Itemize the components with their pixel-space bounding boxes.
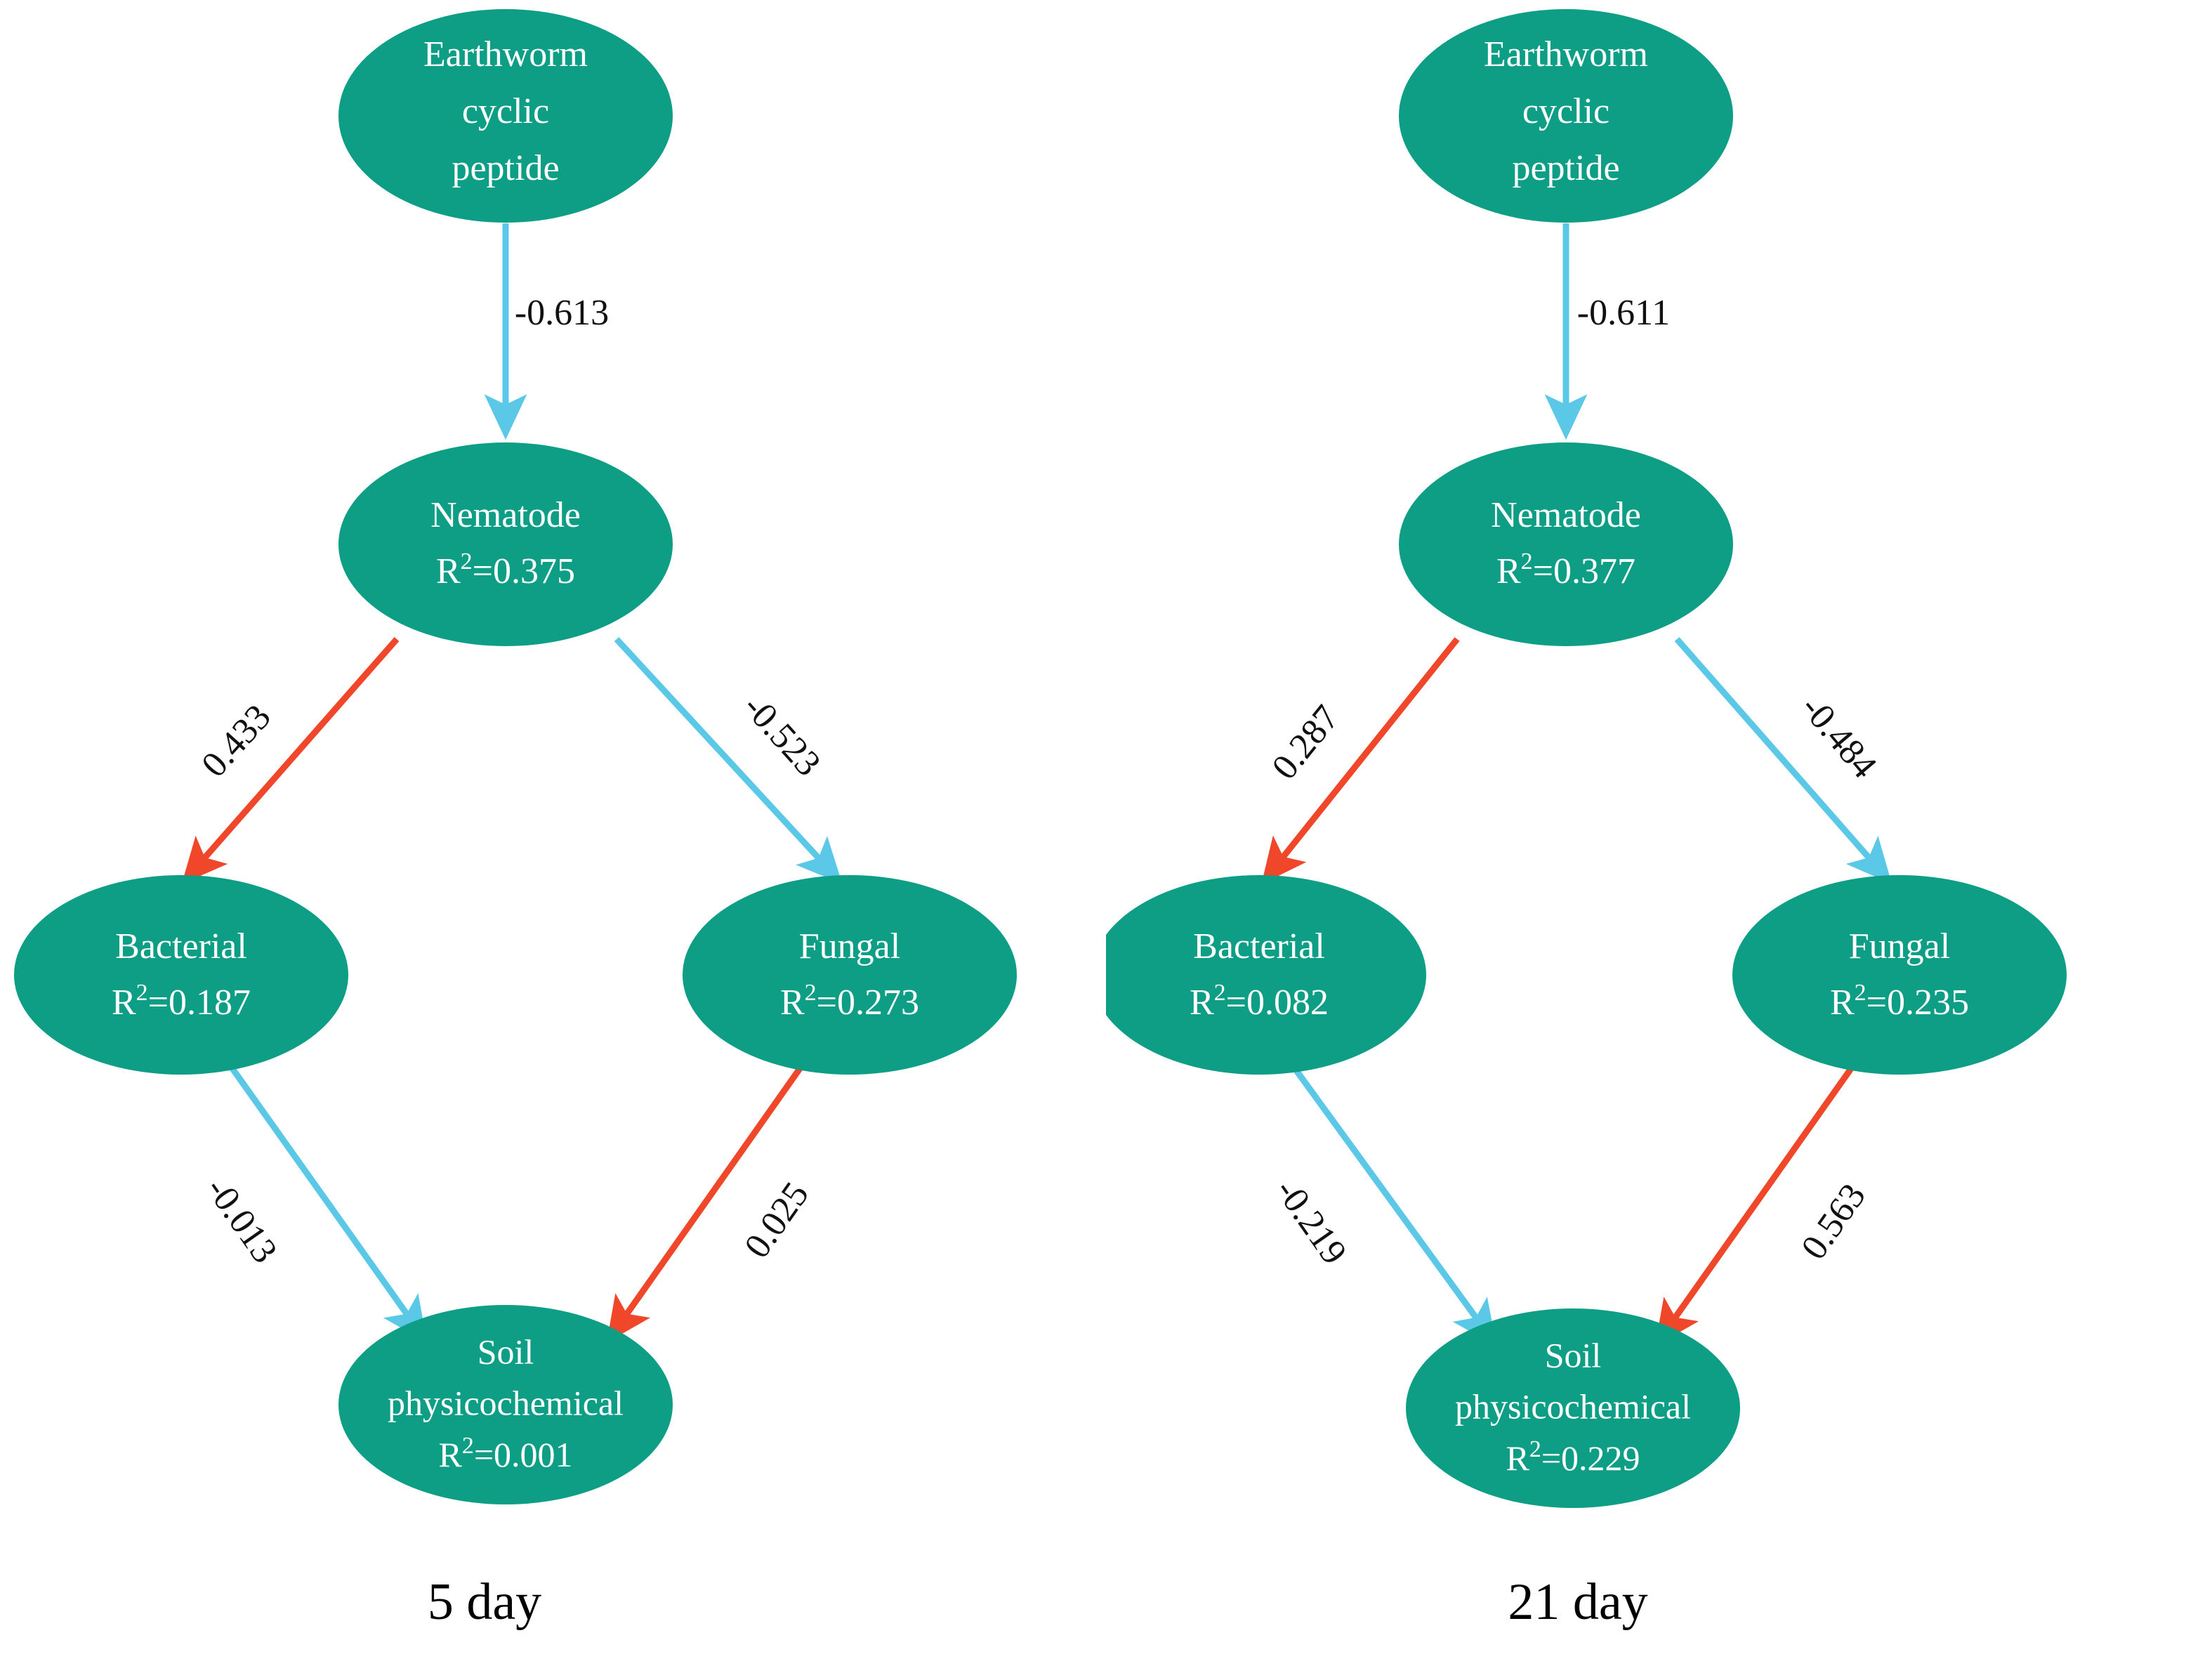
edge-earthworm-nematode[interactable]: -0.613 [484,223,609,440]
sem-panel-day21: -0.611 0.287 -0.484 -0.219 0.563 [1106,9,2067,1631]
edge-line [181,637,400,884]
edge-group-day21: -0.611 0.287 -0.484 -0.219 0.563 [1261,223,1892,1346]
node-shape [338,9,673,223]
node-r2: R2=0.375 [436,549,575,591]
node-shape [1399,442,1733,646]
edge-nematode-fungal[interactable]: -0.523 [614,636,843,884]
node-bacterial[interactable]: Bacterial R2=0.082 [1106,875,1426,1075]
node-label-line3: peptide [1512,148,1619,188]
edge-line [1674,637,1892,884]
edge-bacterial-soil[interactable]: -0.013 [198,1065,428,1343]
node-label: Fungal [1849,926,1950,966]
node-label-line2: cyclic [462,91,549,131]
edge-label-nematode-bacterial: 0.433 [194,697,279,785]
node-shape [338,1305,673,1504]
panel-caption-day5: 5 day [428,1573,541,1631]
node-label-line1: Earthworm [423,34,588,74]
node-r2: R2=0.187 [112,980,251,1023]
node-label: Fungal [799,926,900,966]
node-soil-physicochemical[interactable]: Soil physicochemical R2=0.229 [1406,1308,1740,1508]
edge-fungal-soil[interactable]: 0.563 [1654,1065,1874,1346]
edge-line [614,636,843,884]
edge-line [229,1065,428,1343]
node-r2: R2=0.082 [1190,980,1329,1023]
node-soil-physicochemical[interactable]: Soil physicochemical R2=0.001 [338,1305,673,1504]
edge-label-bacterial-soil: -0.219 [1268,1172,1355,1272]
edge-label-nematode-fungal: -0.484 [1793,688,1884,786]
edge-label-nematode-fungal: -0.523 [735,687,828,784]
node-group-day5: Earthworm cyclic peptide Nematode R2=0.3… [14,9,1017,1504]
node-label-line1: Soil [1545,1335,1602,1375]
edge-group-day5: -0.613 0.433 -0.523 -0.013 0.025 [181,223,843,1343]
node-label-line1: Earthworm [1484,34,1648,74]
node-label-line3: peptide [452,148,559,188]
node-r2: R2=0.377 [1496,549,1635,591]
node-r2: R2=0.001 [438,1433,572,1475]
edge-label-nematode-bacterial: 0.287 [1264,698,1347,787]
edge-line [1261,637,1460,884]
node-fungal[interactable]: Fungal R2=0.235 [1732,875,2067,1075]
edge-label-fungal-soil: 0.025 [737,1175,817,1266]
node-label: Nematode [430,495,581,535]
edge-nematode-fungal[interactable]: -0.484 [1674,637,1892,884]
node-r2: R2=0.229 [1506,1436,1640,1478]
panel-caption-day21: 21 day [1508,1573,1647,1631]
node-r2: R2=0.273 [780,980,919,1023]
node-label-line1: Soil [478,1332,534,1371]
node-shape [683,875,1017,1075]
sem-panel-day5: -0.613 0.433 -0.523 -0.013 0.025 [14,9,1017,1631]
node-group-day21: Earthworm cyclic peptide Nematode R2=0.3… [1106,9,2067,1508]
node-label-line2: physicochemical [388,1383,624,1422]
node-earthworm-cyclic-peptide[interactable]: Earthworm cyclic peptide [338,9,673,223]
node-nematode[interactable]: Nematode R2=0.375 [338,442,673,646]
edge-label-earthworm-nematode: -0.613 [515,293,609,333]
edge-earthworm-nematode[interactable]: -0.611 [1544,223,1670,440]
node-label: Bacterial [115,926,247,966]
node-nematode[interactable]: Nematode R2=0.377 [1399,442,1733,646]
node-bacterial[interactable]: Bacterial R2=0.187 [14,875,348,1075]
node-label: Nematode [1491,495,1641,535]
node-earthworm-cyclic-peptide[interactable]: Earthworm cyclic peptide [1399,9,1733,223]
node-label: Bacterial [1193,926,1325,966]
node-shape [1399,9,1733,223]
node-shape [14,875,348,1075]
edge-line [1291,1065,1497,1346]
edge-nematode-bacterial[interactable]: 0.287 [1261,637,1460,884]
edge-line [1654,1065,1855,1346]
node-label-line2: physicochemical [1455,1386,1691,1426]
node-shape [1732,875,2067,1075]
edge-fungal-soil[interactable]: 0.025 [606,1065,817,1343]
node-fungal[interactable]: Fungal R2=0.273 [683,875,1017,1075]
node-shape [338,442,673,646]
node-shape [1406,1308,1740,1508]
edge-bacterial-soil[interactable]: -0.219 [1268,1065,1497,1346]
node-r2: R2=0.235 [1830,980,1969,1023]
edge-label-bacterial-soil: -0.013 [198,1170,285,1271]
edge-line [606,1065,803,1343]
node-shape [1106,875,1426,1075]
edge-nematode-bacterial[interactable]: 0.433 [181,637,400,884]
edge-label-fungal-soil: 0.563 [1793,1176,1874,1267]
edge-label-earthworm-nematode: -0.611 [1577,293,1670,333]
node-label-line2: cyclic [1522,91,1609,131]
